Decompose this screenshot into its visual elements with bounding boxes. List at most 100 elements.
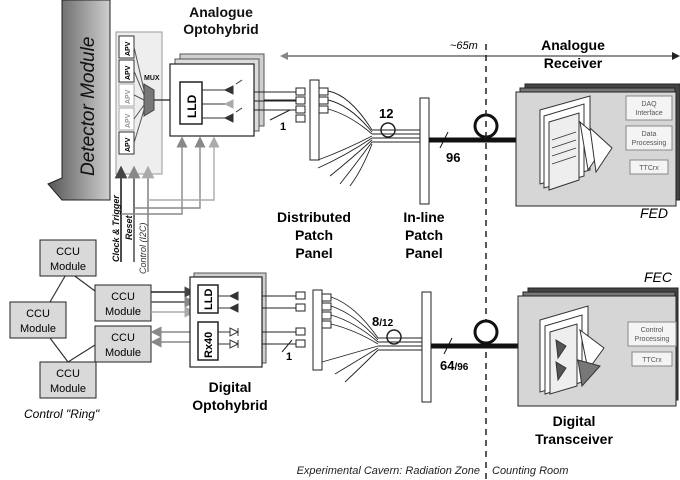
digital-fibers	[262, 295, 296, 353]
digital-transceiver-title1: Digital	[553, 413, 596, 429]
control-signal-lines	[114, 136, 220, 272]
distance-label: ~65m	[450, 40, 478, 52]
digital-connectors	[295, 291, 306, 348]
distributed-patch-panel-bottom	[312, 289, 323, 371]
svg-text:Panel: Panel	[405, 245, 442, 261]
rx40-chip	[197, 321, 219, 361]
svg-text:Processing: Processing	[635, 336, 670, 343]
analogue-connectors	[295, 87, 306, 123]
svg-text:In-line: In-line	[403, 209, 444, 225]
apv-chip: APV	[118, 83, 135, 107]
svg-text:Module: Module	[105, 347, 141, 359]
svg-text:CCU: CCU	[26, 308, 50, 320]
control-ring-label: Control "Ring"	[24, 407, 100, 421]
laser-diode-icon	[223, 79, 243, 123]
svg-text:APV: APV	[125, 41, 132, 56]
fiber-loop-bottom	[386, 329, 402, 345]
apv-chip: APV	[118, 35, 135, 59]
signal-clock-trigger: Clock & Trigger	[111, 195, 121, 262]
ttcrx-box-fed: TTCrx	[629, 159, 669, 175]
svg-text:Panel: Panel	[295, 245, 332, 261]
svg-text:Module: Module	[105, 306, 141, 318]
fiber-count-64-96: 64/96	[440, 358, 469, 373]
analogue-receiver-title1: Analogue	[541, 37, 605, 53]
apv-chip: APV	[118, 131, 135, 155]
lld-chip	[179, 81, 203, 125]
distributed-patch-panel	[309, 79, 320, 161]
daq-interface-box: DAQ Interface	[625, 95, 673, 121]
zone-counting-label: Counting Room	[492, 465, 568, 477]
fiber-coupler-bottom	[473, 319, 499, 345]
ccu-module: CCU Module	[94, 325, 152, 363]
svg-text:CCU: CCU	[56, 246, 80, 258]
data-processing-box: Data Processing	[625, 125, 673, 151]
detector-module: Detector Module	[47, 0, 111, 201]
lld-chip-digital	[197, 284, 219, 314]
mux-label: MUX	[144, 75, 160, 82]
digital-transceiver: FEC Control Processing TTCrx Digital Tra…	[517, 269, 679, 447]
detector-module-label: Detector Module	[78, 37, 99, 176]
lld-label: LLD	[185, 94, 199, 118]
fiber-count-12: 12	[379, 106, 393, 121]
digital-transceiver-title2: Transceiver	[535, 431, 613, 447]
ccu-module: CCU Module	[39, 361, 97, 399]
analogue-receiver: Analogue Receiver DAQ Interface Data Pro…	[515, 37, 680, 221]
svg-text:Patch: Patch	[405, 227, 443, 243]
top-fiber-fanin	[317, 90, 373, 187]
fiber-count-96: 96	[446, 150, 460, 165]
svg-text:Module: Module	[50, 383, 86, 395]
apv-chip: APV	[118, 59, 135, 83]
ccu-optohybrid-links	[150, 286, 196, 348]
apv-chip: APV	[118, 107, 135, 131]
ttcrx-box-fec: TTCrx	[631, 351, 673, 367]
receiver-cards	[539, 95, 613, 191]
svg-text:APV: APV	[125, 65, 132, 80]
transceiver-cards	[539, 305, 605, 395]
digital-laser-icon	[228, 291, 239, 313]
signal-control-i2c: Control (I2C)	[138, 222, 148, 274]
svg-text:Interface: Interface	[635, 110, 662, 117]
svg-text:Patch: Patch	[295, 227, 333, 243]
svg-text:APV: APV	[125, 113, 132, 128]
svg-text:Distributed: Distributed	[277, 209, 351, 225]
mux-triangle	[143, 83, 155, 117]
analogue-fibers	[254, 91, 296, 121]
analogue-optohybrid-title2: Optohybrid	[183, 21, 258, 37]
fiber-count-1-analogue: 1	[280, 121, 286, 133]
zone-cavern-label: Experimental Cavern: Radiation Zone	[297, 465, 480, 477]
svg-text:TTCrx: TTCrx	[642, 357, 662, 364]
digital-optohybrid-title1: Digital	[209, 379, 252, 395]
svg-text:LLD: LLD	[203, 289, 215, 310]
distributed-panel-connectors	[318, 87, 329, 114]
fed-label: FED	[640, 205, 668, 221]
svg-text:CCU: CCU	[111, 332, 135, 344]
svg-text:TTCrx: TTCrx	[639, 165, 659, 172]
fiber-count-8-12: 8/12	[372, 314, 394, 329]
analogue-receiver-title2: Receiver	[544, 55, 603, 71]
svg-text:APV: APV	[125, 137, 132, 152]
fec-label: FEC	[644, 269, 673, 285]
svg-text:Module: Module	[50, 261, 86, 273]
svg-text:Processing: Processing	[632, 140, 667, 147]
svg-text:Control: Control	[641, 327, 664, 334]
ccu-module: CCU Module	[39, 239, 97, 277]
svg-text:APV: APV	[125, 89, 132, 104]
inline-patch-panel-bottom	[421, 291, 432, 403]
analogue-optohybrid: Analogue Optohybrid LLD	[169, 4, 265, 137]
distributed-patch-panel-label: Distributed Patch Panel	[277, 209, 351, 261]
distributed-panel-connectors-bottom	[321, 293, 332, 329]
svg-text:CCU: CCU	[56, 368, 80, 380]
bottom-fiber-fanin	[321, 296, 379, 383]
inline-patch-panel-top	[419, 97, 430, 205]
digital-optohybrid: LLD Rx40 Digital Optohybrid	[189, 272, 268, 413]
svg-text:Data: Data	[642, 131, 657, 138]
inline-patch-panel-label: In-line Patch Panel	[403, 209, 444, 261]
analogue-optohybrid-title1: Analogue	[189, 4, 253, 20]
apv-column: APV APV APV APV APV MUX	[115, 31, 170, 175]
digital-optohybrid-title2: Optohybrid	[192, 397, 267, 413]
svg-text:Module: Module	[20, 323, 56, 335]
fiber-count-1-digital: 1	[286, 351, 292, 363]
control-processing-box: Control Processing	[627, 321, 677, 347]
ccu-module: CCU Module	[94, 284, 152, 322]
